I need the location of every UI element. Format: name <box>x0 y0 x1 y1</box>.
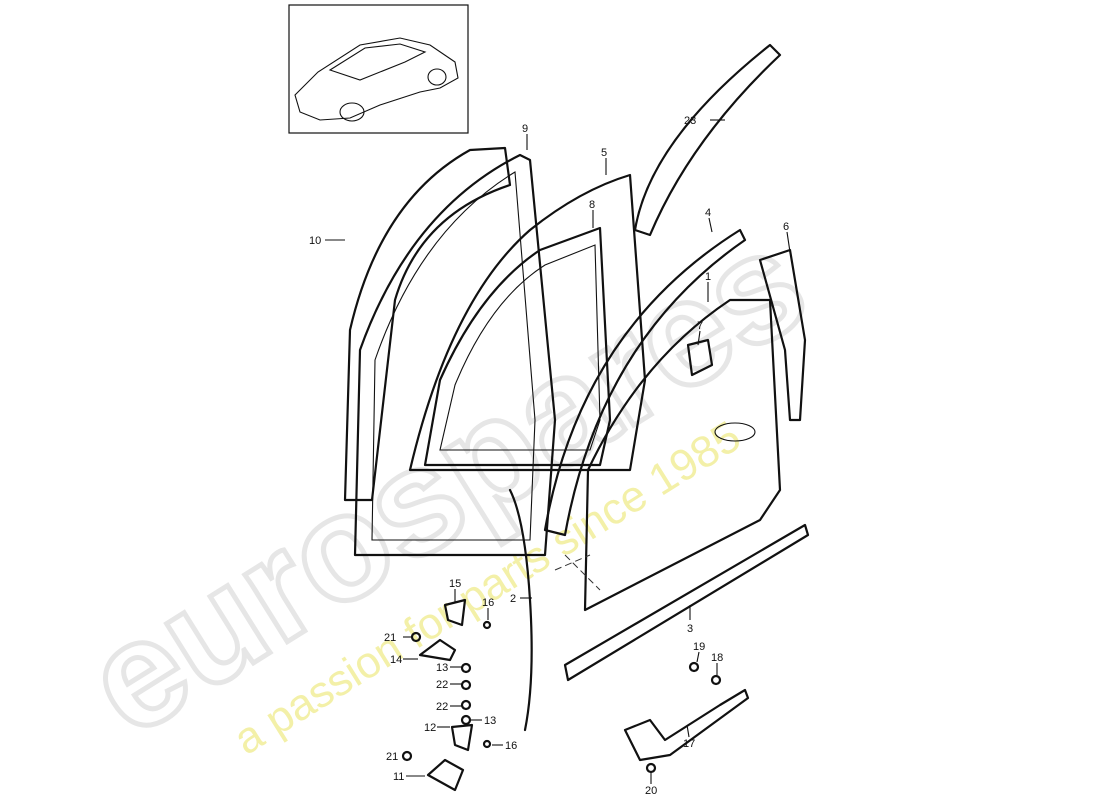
callout-16-lower: 16 <box>505 740 517 752</box>
part-12-lower-hinge <box>450 723 474 752</box>
callout-22: 22 <box>436 679 448 691</box>
watermark: eurospares a passion for parts since 198… <box>55 194 835 770</box>
part-23-trim <box>633 43 782 237</box>
callout-2: 2 <box>510 593 516 605</box>
part-20-bolt <box>645 762 657 774</box>
part-22-cap <box>460 679 472 691</box>
part-17-door-check <box>623 688 750 762</box>
part-1-door-shell <box>583 298 782 612</box>
callout-17: 17 <box>683 738 695 750</box>
callout-10: 10 <box>309 235 321 247</box>
part-13-nut-lower <box>460 714 472 726</box>
callout-19: 19 <box>693 641 705 653</box>
callout-13: 13 <box>436 662 448 674</box>
part-10-door-seal <box>343 146 512 502</box>
part-8-window-guide <box>423 226 612 467</box>
part-13-nut <box>460 662 472 674</box>
callout-21: 21 <box>384 632 396 644</box>
part-5-window-frame <box>408 173 647 472</box>
leader-lines <box>325 119 791 784</box>
part-18-bolt <box>710 674 722 686</box>
part-4-window-channel <box>543 228 747 537</box>
callout-21-lower: 21 <box>386 751 398 763</box>
part-22-cap-lower <box>460 699 472 711</box>
callout-3: 3 <box>687 623 693 635</box>
callout-8: 8 <box>589 199 595 211</box>
part-19-nut <box>688 661 700 673</box>
part-16-bolt <box>482 620 492 630</box>
callout-11: 11 <box>393 771 404 783</box>
callout-23: 23 <box>684 115 696 127</box>
callout-18: 18 <box>711 652 723 664</box>
callout-16: 16 <box>482 597 494 609</box>
vehicle-thumbnail <box>288 4 469 134</box>
callout-6: 6 <box>783 221 789 233</box>
callout-20: 20 <box>645 785 657 797</box>
callout-12: 12 <box>424 722 436 734</box>
callout-1: 1 <box>705 271 711 283</box>
callout-15: 15 <box>449 578 461 590</box>
callout-14: 14 <box>390 654 402 666</box>
callout-labels: 23 9 5 8 4 6 10 1 7 2 3 15 16 21 14 13 2… <box>309 115 789 797</box>
callout-13-lower: 13 <box>484 715 496 727</box>
part-16-bolt-lower <box>482 739 492 749</box>
part-9-seal <box>353 153 557 557</box>
part-14-hinge-bracket <box>418 638 457 662</box>
callout-4: 4 <box>705 207 711 219</box>
callout-22-lower: 22 <box>436 701 448 713</box>
callout-5: 5 <box>601 147 607 159</box>
part-15-upper-hinge <box>443 598 467 627</box>
part-11-hinge-bracket <box>426 758 465 792</box>
part-2-seal-strip <box>508 488 533 732</box>
callout-7: 7 <box>697 320 703 332</box>
part-7-bracket <box>686 338 714 377</box>
part-21-nut-lower <box>401 750 413 762</box>
part-3-sill-strip <box>563 523 810 682</box>
callout-9: 9 <box>522 123 528 135</box>
